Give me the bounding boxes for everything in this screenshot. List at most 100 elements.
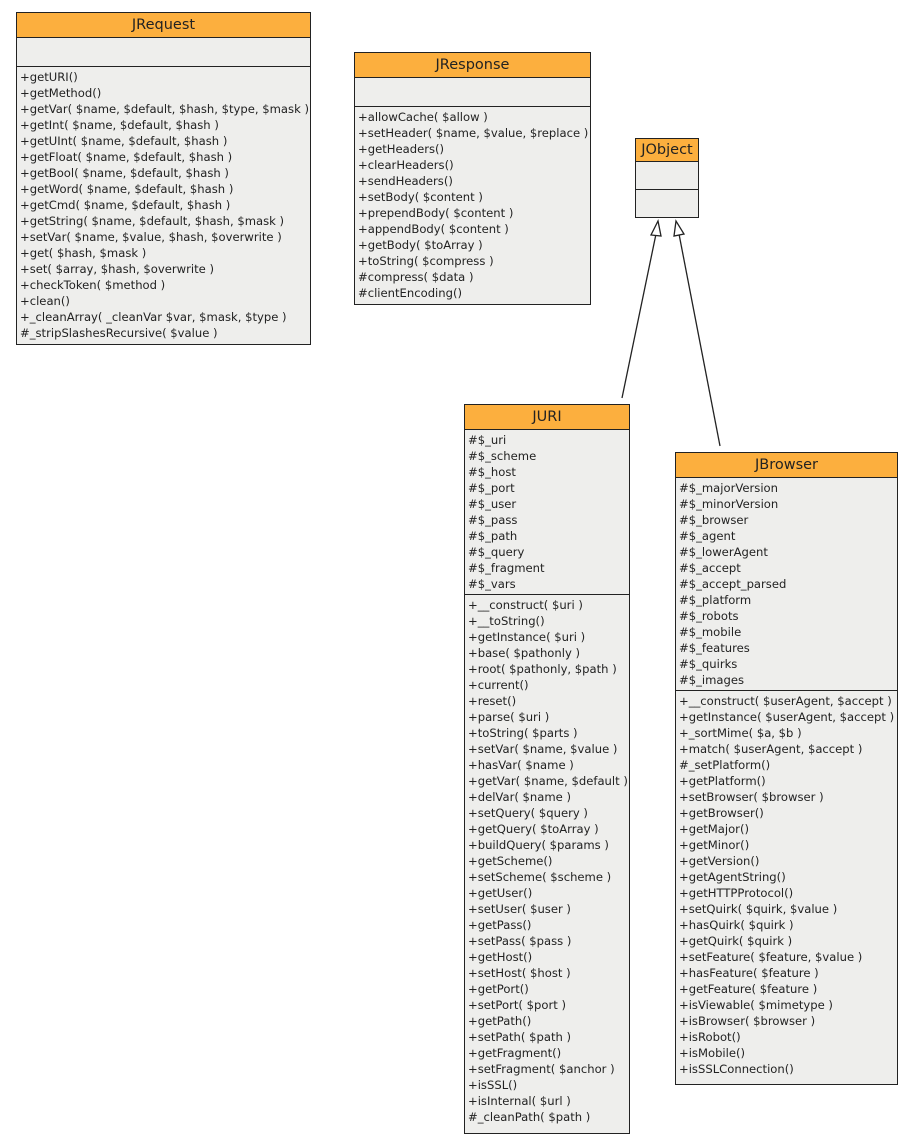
class-method: +getInstance( $userAgent, $accept ) [679,710,895,724]
class-method: +allowCache( $allow ) [358,110,488,124]
class-method: +getPass() [468,918,532,932]
class-method: +getCmd( $name, $default, $hash ) [20,198,231,212]
class-method: +hasFeature( $feature ) [679,966,819,980]
class-name: JResponse [355,53,590,78]
class-method: +isMobile() [679,1046,746,1060]
class-attribute: #$_agent [679,529,736,543]
class-attribute: #$_lowerAgent [679,545,768,559]
attributes-section: #$_majorVersion #$_minorVersion #$_browser… [676,478,897,691]
class-method: +reset() [468,694,517,708]
class-method: +getVar( $name, $default ) [468,774,628,788]
class-method: +getVersion() [679,854,760,868]
class-method: +set( $array, $hash, $overwrite ) [20,262,214,276]
class-attribute: #$_vars [468,577,516,591]
generalization-jbrowser-jobject [678,233,721,447]
class-method: +setHost( $host ) [468,966,571,980]
class-method: +getQuirk( $quirk ) [679,934,793,948]
class-attribute: #$_user [468,497,517,511]
class-method: +getFloat( $name, $default, $hash ) [20,150,233,164]
class-name: JURI [465,405,629,430]
class-method: +getFragment() [468,1046,562,1060]
attributes-section: #$_uri#$_scheme#$_host#$_port#$_user#$_p… [465,430,629,595]
class-method: #_setPlatform() [679,758,771,772]
methods-section: +getURI() +getMethod() +getVar( $name, $de… [17,67,310,343]
class-method: +__construct( $userAgent, $accept ) [679,694,892,708]
class-method: +base( $pathonly ) [468,646,581,660]
class-method: +getVar( $name, $default, $hash, $type, … [20,102,309,116]
class-attribute: #$_host [468,465,516,479]
class-method: +getHost() [468,950,533,964]
class-method: +getInstance( $uri ) [468,630,586,644]
class-name: JRequest [17,13,310,38]
class-attribute: #$_images [679,673,745,687]
class-method: +delVar( $name ) [468,790,572,804]
class-method: +getUser() [468,886,533,900]
class-method: +getString( $name, $default, $hash, $mas… [20,214,285,228]
methods-section: +allowCache( $allow )+setHeader( $name, … [355,107,590,303]
class-method: +setPath( $path ) [468,1030,572,1044]
class-attribute: #$_port [468,481,515,495]
class-attribute: #$_features [679,641,750,655]
class-method: +setPass( $pass ) [468,934,572,948]
class-attribute: #$_scheme [468,449,537,463]
class-attribute: #$_platform [679,593,752,607]
class-attribute: #$_pass [468,513,518,527]
class-method: +_sortMime( $a, $b ) [679,726,802,740]
class-method: #compress( $data ) [358,270,474,284]
class-attribute: #$_path [468,529,518,543]
class-method: +getQuery( $toArray ) [468,822,599,836]
class-method: +getHeaders() [358,142,445,156]
class-method: +getBody( $toArray ) [358,238,483,252]
class-method: +toString( $parts ) [468,726,578,740]
attributes-section [355,78,590,107]
class-method: +getMethod() [20,86,102,100]
class-jresponse: JResponse +allowCache( $allow )+setHeade… [354,52,591,305]
attributes-section [17,38,310,67]
class-attribute: #$_browser [679,513,749,527]
class-method: #_cleanPath( $path ) [468,1110,591,1124]
class-method: +setFragment( $anchor ) [468,1062,615,1076]
methods-section: +__construct( $uri )+__toString()+getIns… [465,595,629,1127]
class-jrequest: JRequest +getURI() +getMethod() +getVar( $… [16,12,311,345]
class-name: JObject [636,139,698,162]
class-method: +getBool( $name, $default, $hash ) [20,166,229,180]
class-method: +getFeature( $feature ) [679,982,818,996]
class-method: #_stripSlashesRecursive( $value ) [20,326,218,340]
class-attribute: #$_query [468,545,525,559]
class-method: +isSSLConnection() [679,1062,794,1076]
class-method: +prependBody( $content ) [358,206,514,220]
inheritance-arrowhead-jbrowser [673,219,686,237]
class-method: +hasQuirk( $quirk ) [679,918,794,932]
class-method: +setScheme( $scheme ) [468,870,612,884]
class-attribute: #$_majorVersion [679,481,778,495]
class-method: +getPort() [468,982,529,996]
class-method: +isSSL() [468,1078,518,1092]
class-method: +getURI() [20,70,78,84]
class-method: +getPlatform() [679,774,766,788]
class-method: +_cleanArray( _cleanVar $var, $mask, $ty… [20,310,287,324]
class-juri: JURI #$_uri#$_scheme#$_host#$_port#$_use… [464,404,630,1134]
class-method: +isRobot() [679,1030,741,1044]
class-method: +isInternal( $url ) [468,1094,571,1108]
class-method: +buildQuery( $params ) [468,838,609,852]
class-method: +setBrowser( $browser ) [679,790,824,804]
class-method: +get( $hash, $mask ) [20,246,147,260]
class-attribute: #$_accept [679,561,741,575]
class-method: +isViewable( $mimetype ) [679,998,833,1012]
class-method: +clearHeaders() [358,158,454,172]
class-method: +setUser( $user ) [468,902,571,916]
class-method: +appendBody( $content ) [358,222,509,236]
class-method: +getScheme() [468,854,553,868]
class-method: +getInt( $name, $default, $hash ) [20,118,219,132]
class-method: +hasVar( $name ) [468,758,574,772]
class-method: +setQuery( $query ) [468,806,588,820]
class-method: +parse( $uri ) [468,710,550,724]
class-attribute: #$_minorVersion [679,497,779,511]
class-method: #clientEncoding() [358,286,463,300]
methods-section: +__construct( $userAgent, $accept ) +getI… [676,691,897,1079]
class-method: +__construct( $uri ) [468,598,583,612]
class-method: +clean() [20,294,70,308]
class-method: +setVar( $name, $value ) [468,742,618,756]
class-method: +getPath() [468,1014,532,1028]
class-method: +current() [468,678,529,692]
